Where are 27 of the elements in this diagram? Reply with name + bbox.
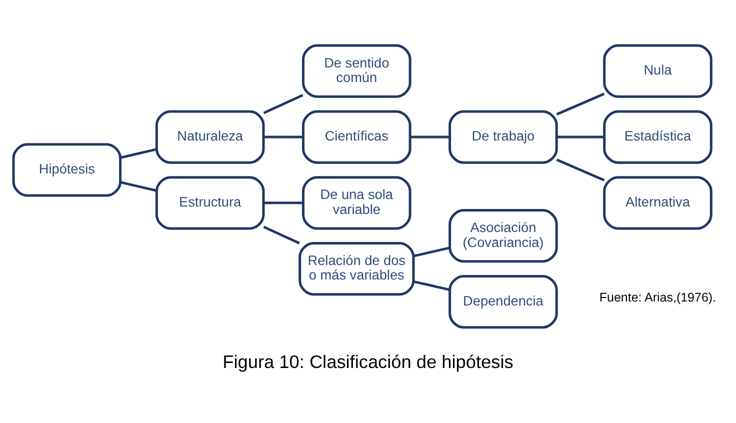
node-box: De una sola variable [302,176,412,230]
node-box: De sentido común [302,44,412,98]
caption: Figura 10: Clasificación de hipótesis [222,352,514,372]
label: Fuente: Arias,(1976). [599,290,716,304]
node-box: De trabajo [448,110,558,164]
node-box: Alternativa [603,176,712,230]
connector [413,246,450,257]
connector [263,225,300,244]
connector [413,280,450,291]
connector [410,135,450,138]
connector [556,158,605,181]
node-box: Asociación (Covariancia) [448,208,558,262]
connector [120,148,157,158]
node-box: Estructura [155,176,265,230]
connector [263,94,304,114]
connector [556,135,604,138]
node-box: Estadística [603,110,712,164]
node-box: Naturaleza [155,110,265,164]
node-box: Científicas [302,110,412,164]
node-box: Nula [603,44,712,98]
connector [120,180,157,192]
connector [264,201,303,204]
node-box: Relación de dos o más variables [298,242,415,296]
node-box: Dependencia [448,274,558,328]
node-box: Hipótesis [12,142,122,196]
connector [556,92,605,115]
connector [264,135,303,138]
